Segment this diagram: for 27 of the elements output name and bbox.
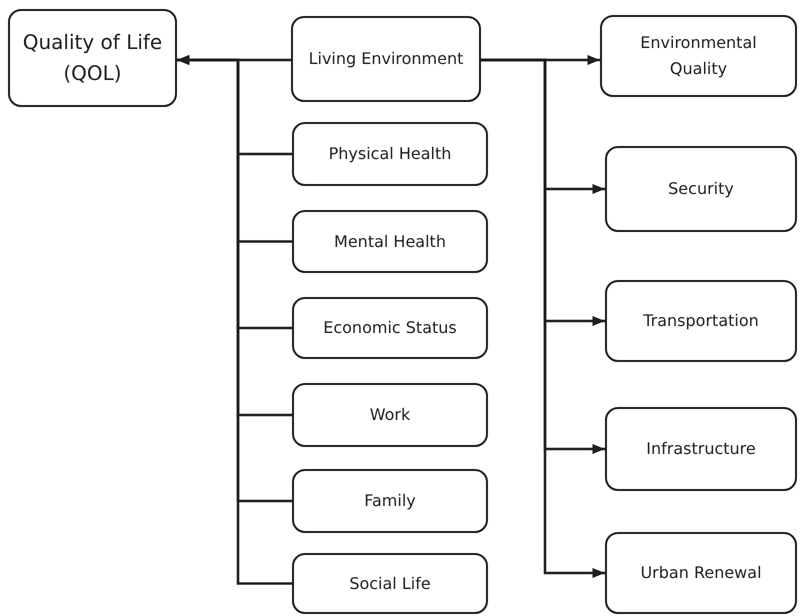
process-box [291,16,481,102]
process-box [292,210,488,273]
process-box [292,553,488,614]
process-box [605,146,797,232]
node-label: Environmental Quality [639,32,758,80]
process-box [600,15,797,97]
process-box [292,297,488,359]
node-label: Transportation [643,310,759,332]
node-label: Physical Health [328,143,452,166]
node-label: Infrastructure [646,438,756,460]
node-label: Quality of Life (QOL) [22,29,164,87]
process-box [292,469,488,533]
process-box [292,383,488,447]
node-label: Work [370,404,410,426]
connector-arrow [481,58,605,578]
process-box [605,407,797,491]
node-label: Mental Health [334,230,446,253]
node-label: Security [668,178,734,200]
process-box [605,280,797,362]
node-label: Living Environment [308,48,464,70]
process-box [292,122,488,186]
node-label: Family [364,490,416,512]
process-box [8,9,177,107]
process-box [605,532,797,614]
node-label: Social Life [349,572,431,595]
node-label: Urban Renewal [640,562,762,584]
node-label: Economic Status [323,317,457,340]
